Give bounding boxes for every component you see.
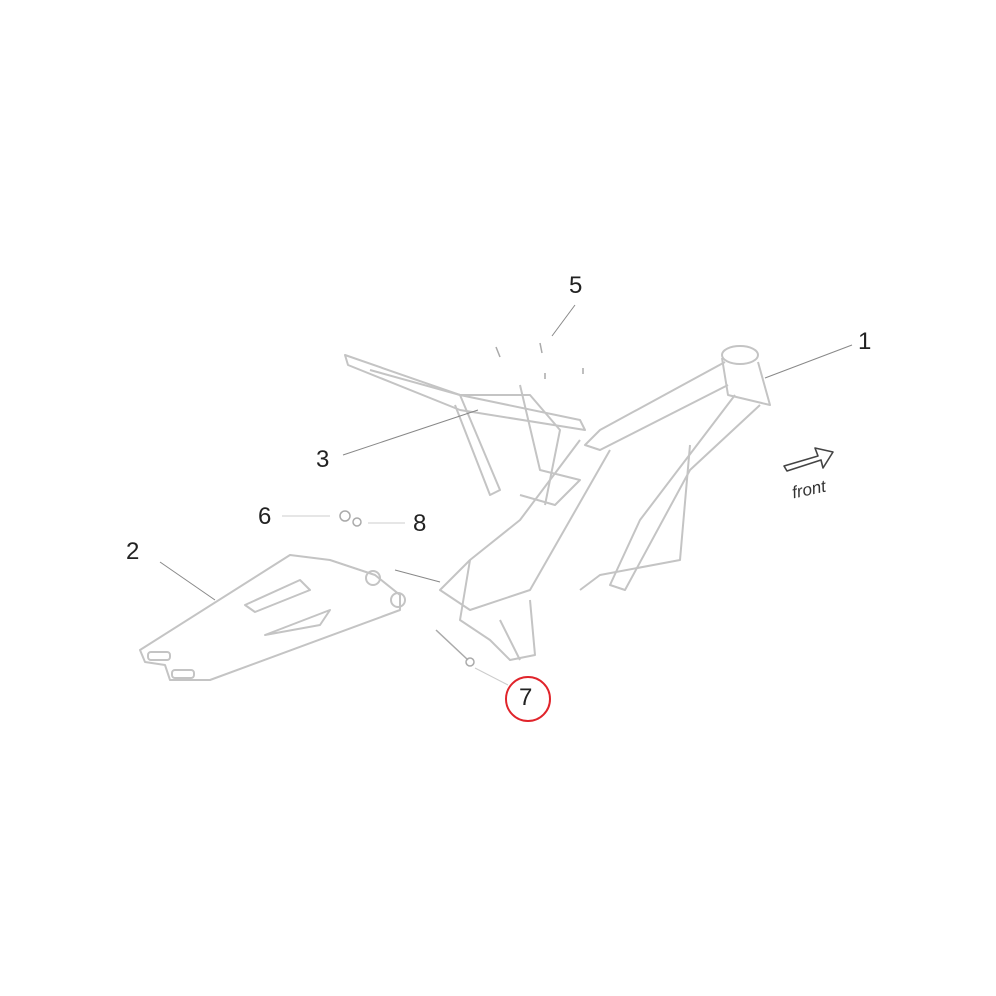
callout-3: 3 bbox=[316, 446, 330, 473]
swingarm bbox=[139, 554, 406, 681]
front-arrow-icon bbox=[783, 447, 834, 472]
leader-2 bbox=[159, 561, 216, 601]
callout-2: 2 bbox=[126, 538, 140, 565]
leader-5 bbox=[551, 304, 576, 337]
rear-subframe bbox=[344, 354, 586, 506]
leader-lines bbox=[159, 304, 853, 686]
leader-frame bbox=[394, 569, 441, 583]
hardware bbox=[339, 342, 584, 667]
main-frame bbox=[439, 345, 771, 661]
callout-8: 8 bbox=[413, 510, 427, 537]
callout-7-highlight-ring bbox=[505, 676, 551, 722]
callout-5: 5 bbox=[569, 272, 583, 299]
callout-1: 1 bbox=[858, 328, 872, 355]
leader-1 bbox=[764, 344, 853, 379]
leader-7 bbox=[474, 667, 509, 686]
leader-3 bbox=[342, 409, 479, 456]
callout-6: 6 bbox=[258, 503, 272, 530]
callout-7: 7 bbox=[519, 684, 533, 711]
